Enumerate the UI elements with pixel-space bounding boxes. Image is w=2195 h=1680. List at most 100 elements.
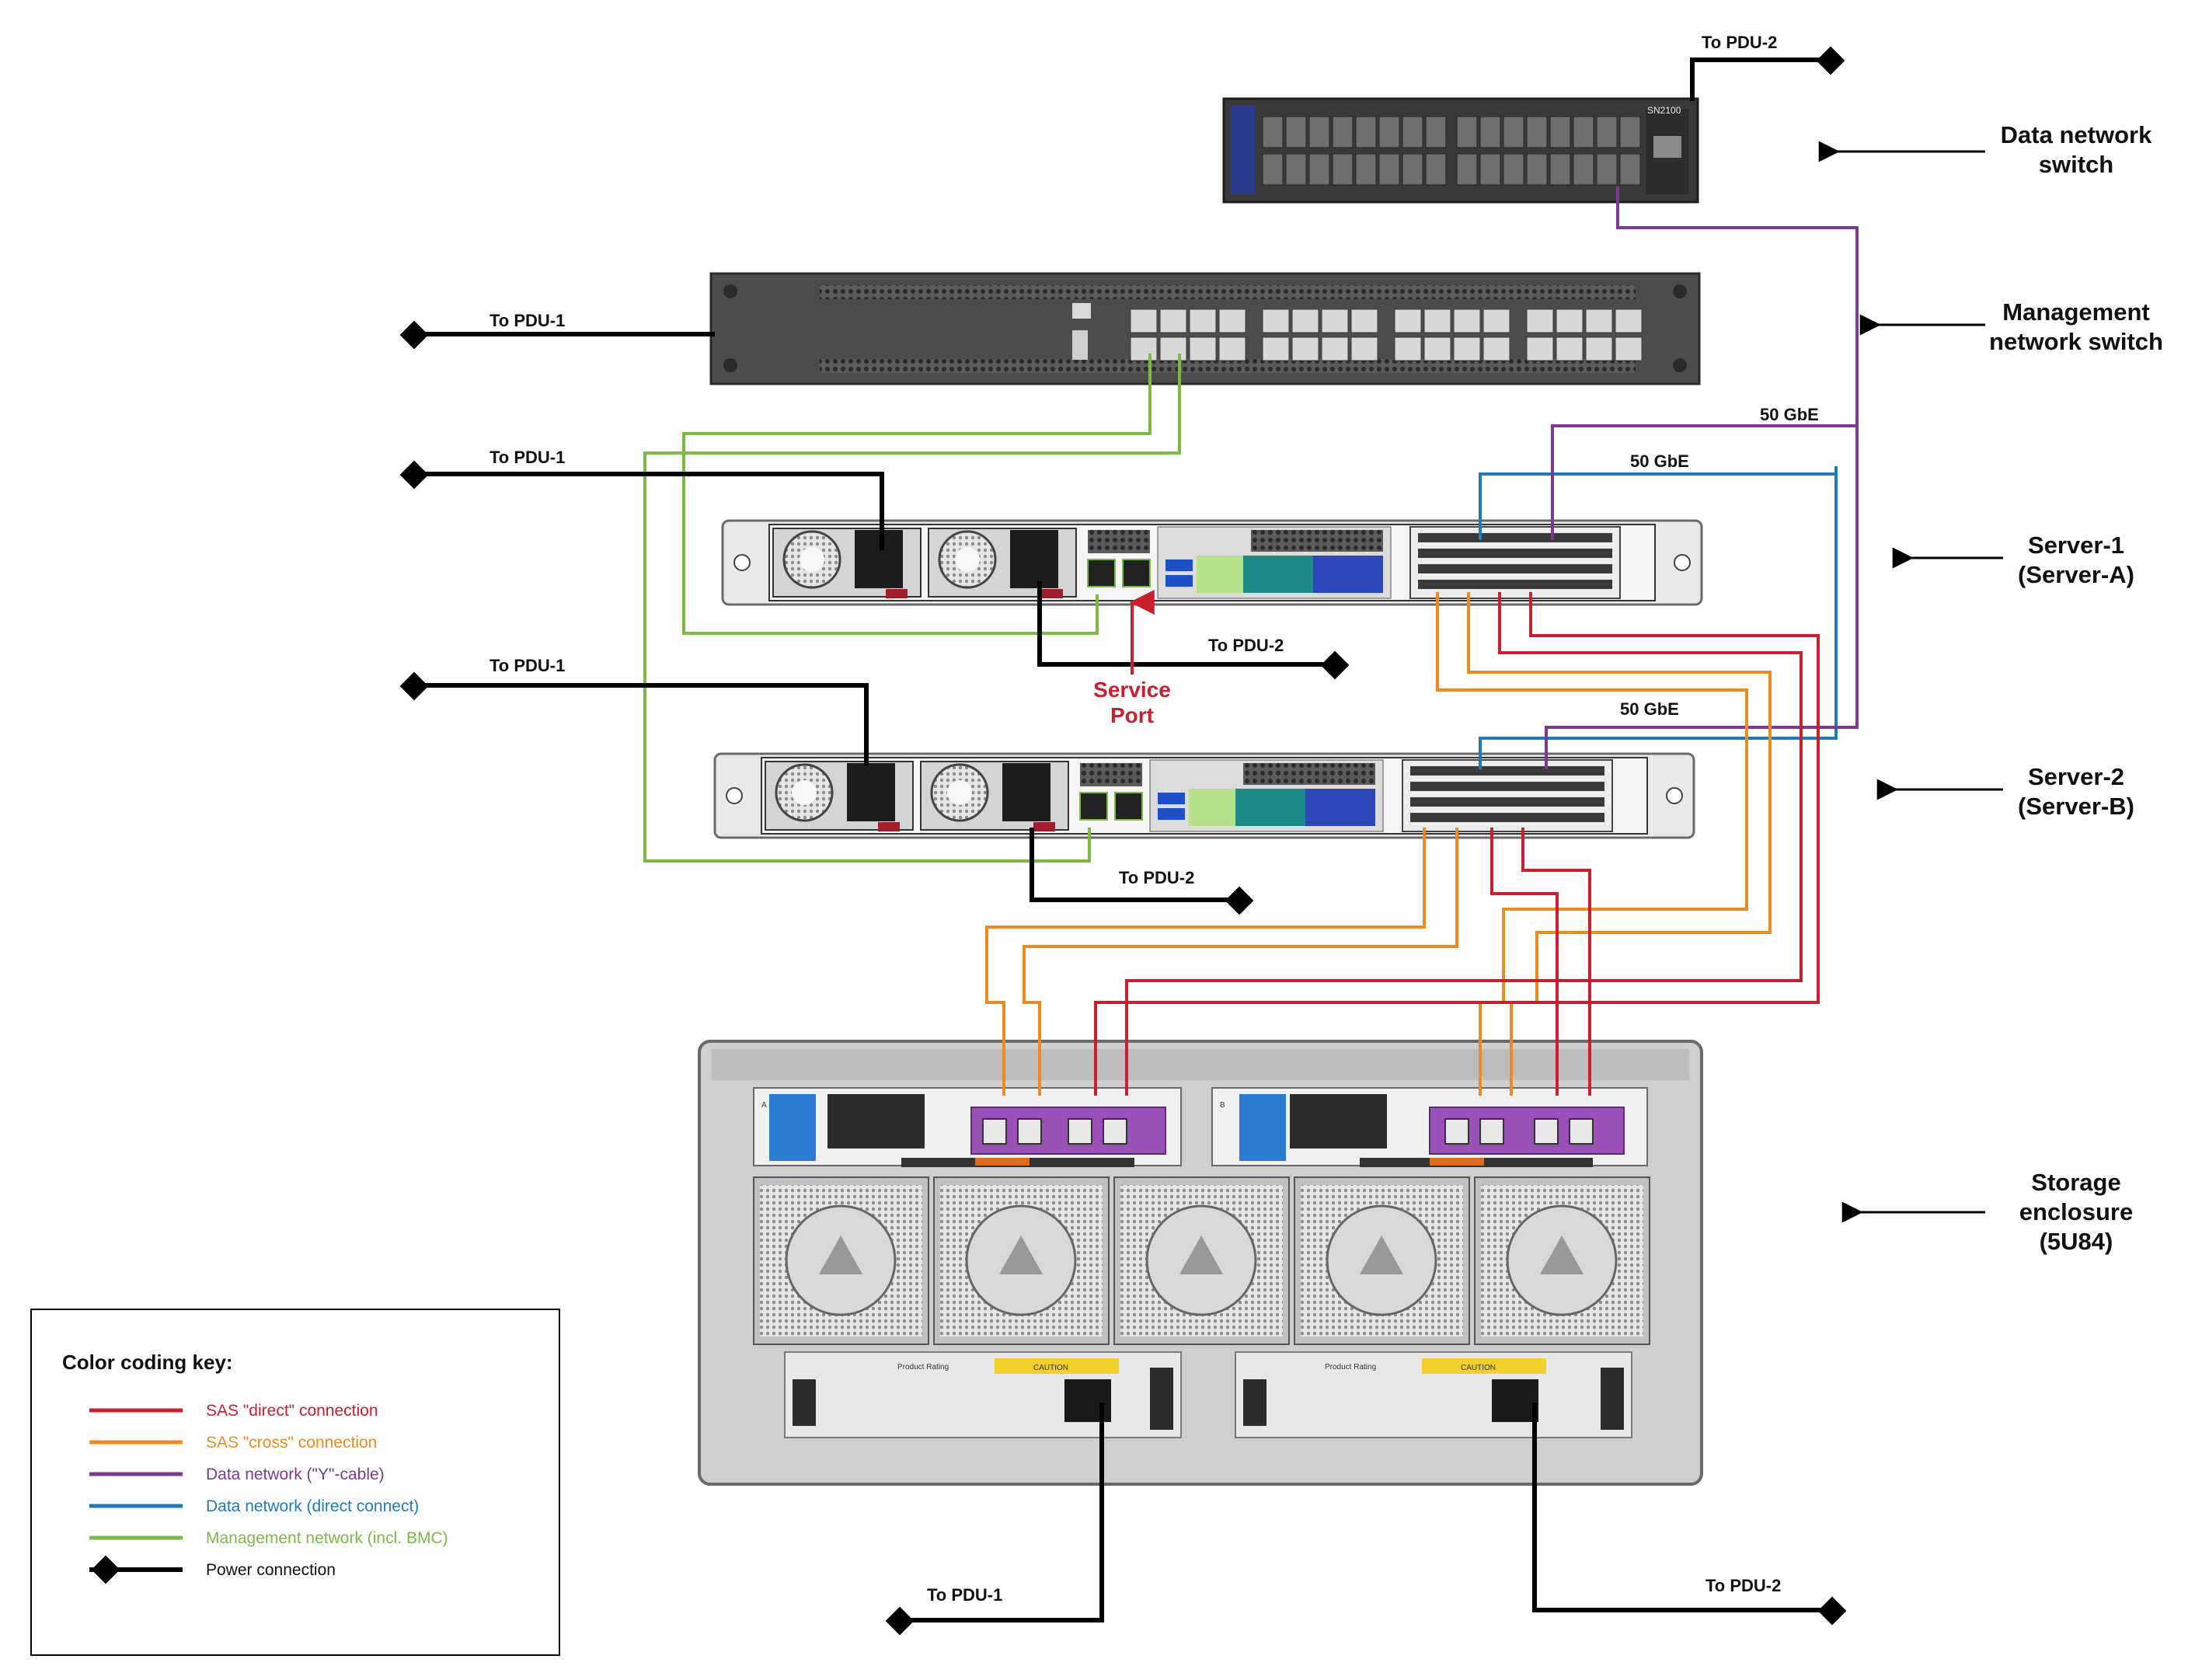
ds-pdu2-label: To PDU-2: [1702, 33, 1777, 52]
sas-port: [1103, 1118, 1127, 1145]
power-endpoints: [399, 46, 1847, 1636]
mgmt-switch-port: [1189, 336, 1217, 361]
controller-a-label: A: [761, 1101, 767, 1110]
mgmt-switch-port: [1482, 308, 1510, 333]
mgmt-switch-port: [1526, 308, 1554, 333]
mgmt-switch-port: [1556, 336, 1584, 361]
server-2-chassis: [713, 752, 1695, 839]
serial-port: [1243, 556, 1313, 593]
power-inlet-icon: [847, 763, 895, 821]
st-pdu2-label: To PDU-2: [1705, 1576, 1781, 1595]
key-item-label: Power connection: [206, 1561, 336, 1579]
bmc-port: [1079, 792, 1108, 821]
sas-port: [1068, 1118, 1092, 1145]
service-port-line1: Service: [1093, 678, 1171, 702]
caution-label-b: CAUTION: [1461, 1364, 1496, 1372]
mgmt-switch-port: [1615, 336, 1643, 361]
mgmt-switch-port: [1526, 336, 1554, 361]
data-y-cables: [1545, 186, 1859, 769]
gbe-label-2: 50 GbE: [1630, 451, 1689, 471]
mgmt-switch-port: [1291, 336, 1319, 361]
data-switch-port: [1526, 153, 1548, 186]
key-item-label: SAS "direct" connection: [206, 1402, 378, 1420]
server-1-chassis: [721, 519, 1703, 606]
sas-port: [1534, 1118, 1559, 1145]
s2-pdu1-label: To PDU-1: [490, 656, 565, 675]
mgmt-switch-port: [1423, 336, 1451, 361]
sas-port: [1569, 1118, 1594, 1145]
mgmt-switch-port: [1130, 336, 1158, 361]
server1-label-2: (Server-A): [2018, 561, 2134, 588]
switch-model-label: SN2100: [1647, 105, 1681, 116]
key-item-label: SAS "cross" connection: [206, 1434, 377, 1452]
data-switch-port: [1503, 116, 1524, 148]
controller-b-label: B: [1220, 1101, 1225, 1110]
server2-label-2: (Server-B): [2018, 793, 2134, 820]
data-switch-port: [1425, 116, 1447, 148]
data-switch-port: [1456, 153, 1478, 186]
management-cables: [643, 354, 1181, 863]
sas-direct-cables: [1094, 592, 1820, 1096]
data-switch-label-2: switch: [2039, 151, 2113, 178]
data-switch-port: [1479, 153, 1501, 186]
data-switch-port: [1549, 116, 1571, 148]
sas-port: [1479, 1118, 1504, 1145]
data-switch-port: [1619, 153, 1641, 186]
mgmt-switch-port: [1556, 308, 1584, 333]
caution-label-a: CAUTION: [1033, 1364, 1068, 1372]
mgmt-switch-port: [1159, 336, 1187, 361]
sas-port: [1017, 1118, 1042, 1145]
data-switch-port: [1596, 153, 1618, 186]
mgmt-switch-port: [1482, 336, 1510, 361]
data-switch-port: [1503, 153, 1524, 186]
data-switch-port: [1262, 116, 1284, 148]
data-switch-port: [1285, 153, 1307, 186]
s2-pdu2-label: To PDU-2: [1119, 868, 1194, 887]
mgmt-switch-port: [1189, 308, 1217, 333]
data-network-switch: SN2100: [1222, 97, 1699, 204]
mgmt-switch-port: [1453, 308, 1481, 333]
data-switch-port: [1308, 153, 1330, 186]
data-switch-port: [1596, 116, 1618, 148]
link-speed-labels: 50 GbE 50 GbE 50 GbE: [1620, 405, 1819, 719]
vga-port: [1305, 789, 1375, 826]
mgmt-switch-port: [1159, 308, 1187, 333]
mgmt-switch-port: [1350, 336, 1378, 361]
mgmt-switch-port: [1218, 308, 1246, 333]
s1-pdu2-label: To PDU-2: [1208, 636, 1284, 655]
server1-label-1: Server-1: [2028, 532, 2124, 559]
data-switch-label-1: Data network: [2001, 121, 2152, 148]
sas-port: [1444, 1118, 1469, 1145]
data-switch-port: [1573, 116, 1594, 148]
product-rating-b: Product Rating: [1325, 1363, 1376, 1372]
mgmt-switch-port: [1394, 336, 1422, 361]
mgmt-switch-port: [1262, 336, 1290, 361]
power-inlet-icon: [1002, 763, 1050, 821]
data-switch-port: [1619, 116, 1641, 148]
data-switch-port: [1332, 153, 1354, 186]
vga-port: [1313, 556, 1383, 593]
st-pdu1-label: To PDU-1: [927, 1585, 1002, 1605]
data-switch-port: [1285, 116, 1307, 148]
data-switch-port: [1402, 153, 1423, 186]
key-title: Color coding key:: [62, 1351, 233, 1374]
mgmt-switch-port: [1453, 336, 1481, 361]
data-switch-port: [1456, 116, 1478, 148]
mgmt-switch-port: [1218, 336, 1246, 361]
service-port: [1114, 792, 1143, 821]
data-direct-cables: [1479, 466, 1838, 769]
serial-port: [1235, 789, 1305, 826]
data-switch-port: [1308, 116, 1330, 148]
data-switch-port: [1378, 153, 1400, 186]
mgmt-switch-port: [1585, 308, 1613, 333]
data-switch-port: [1479, 116, 1501, 148]
mgmt-switch-port: [1262, 308, 1290, 333]
product-rating-a: Product Rating: [897, 1363, 949, 1372]
bmc-port: [1087, 559, 1116, 587]
mgmt-switch-port: [1615, 308, 1643, 333]
power-cables: [416, 58, 1832, 1622]
storage-enclosure: A B CAUTION CAUTION Product Rating Produ…: [698, 1040, 1703, 1486]
mgmt-switch-port: [1394, 308, 1422, 333]
data-switch-port: [1549, 153, 1571, 186]
